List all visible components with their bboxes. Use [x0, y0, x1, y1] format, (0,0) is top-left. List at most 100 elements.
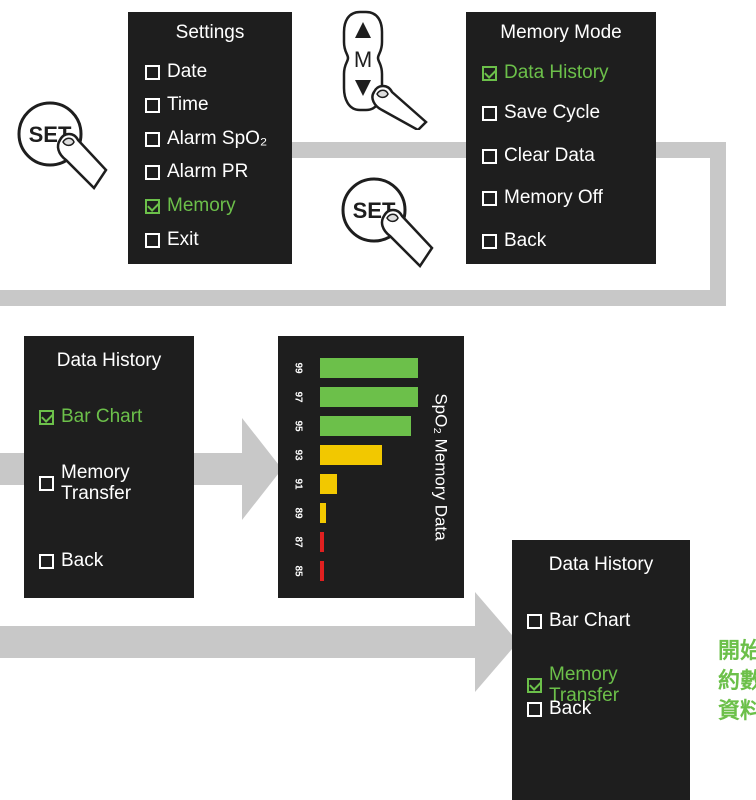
- menu-item-memory-transfer[interactable]: Memory Transfer: [39, 462, 131, 504]
- menu-item-memory-transfer[interactable]: Memory Transfer: [527, 664, 619, 706]
- checkbox-icon: [482, 148, 497, 164]
- menu-item-back[interactable]: Back: [39, 550, 103, 572]
- set-button-press-2[interactable]: SET: [338, 172, 438, 272]
- category-label: 85: [292, 565, 303, 577]
- category-label: 97: [292, 391, 303, 403]
- menu-item-bar-chart[interactable]: Bar Chart: [527, 610, 630, 632]
- checkbox-icon: [145, 64, 160, 80]
- checkbox-checked-icon: [482, 65, 497, 81]
- menu-item-label: Alarm PR: [167, 161, 249, 182]
- arrow-to-chart-head: [242, 418, 282, 520]
- arrow-to-transfer-shaft: [0, 626, 480, 658]
- arrow-to-transfer-head: [475, 592, 518, 692]
- side-note-line-3: 資料: [718, 698, 756, 723]
- menu-item-back[interactable]: Back: [482, 230, 546, 252]
- bar-95: [320, 416, 411, 436]
- checkbox-icon: [145, 164, 160, 180]
- settings-screen: Settings Date Time Alarm SpO₂ Alarm PR M…: [128, 12, 292, 264]
- checkbox-checked-icon: [145, 198, 160, 214]
- menu-item-exit[interactable]: Exit: [145, 229, 199, 251]
- menu-item-label: Bar Chart: [549, 610, 631, 631]
- menu-item-clear-data[interactable]: Clear Data: [482, 145, 595, 167]
- category-label: 93: [292, 449, 303, 461]
- m-button-outline: [342, 10, 384, 112]
- menu-item-label: Save Cycle: [504, 102, 601, 123]
- menu-item-label: Memory Transfer: [549, 664, 619, 706]
- checkbox-checked-icon: [39, 409, 54, 425]
- down-arrow-icon: [355, 80, 371, 96]
- chart-title: SpO₂ Memory Data: [432, 393, 451, 541]
- category-label: 91: [292, 478, 303, 490]
- connector-left-stub: [0, 453, 28, 485]
- set-button-press-1[interactable]: SET: [14, 96, 110, 196]
- bar-91: [320, 474, 337, 494]
- checkbox-icon: [482, 233, 497, 249]
- menu-item-time[interactable]: Time: [145, 94, 209, 116]
- category-label: 99: [292, 362, 303, 374]
- checkbox-icon: [145, 232, 160, 248]
- fingernail-icon: [386, 213, 399, 223]
- bar-93: [320, 445, 382, 465]
- menu-item-label: Exit: [167, 229, 199, 250]
- menu-item-label-line2: Transfer: [61, 483, 132, 504]
- finger-icon: [380, 208, 434, 268]
- screen-title: Memory Mode: [500, 22, 622, 43]
- menu-item-label: Memory Off: [504, 187, 603, 208]
- side-note: 開始 約數 資料: [718, 636, 756, 726]
- menu-item-alarm-spo2[interactable]: Alarm SpO₂: [145, 128, 267, 150]
- category-label: 95: [292, 420, 303, 432]
- m-button-label: M: [354, 47, 372, 72]
- fingernail-icon: [62, 137, 75, 147]
- category-label: 87: [292, 536, 303, 548]
- menu-item-label: Clear Data: [504, 145, 595, 166]
- menu-item-save-cycle[interactable]: Save Cycle: [482, 102, 600, 124]
- menu-item-data-history[interactable]: Data History: [482, 62, 609, 84]
- side-note-line-2: 約數: [718, 668, 756, 693]
- memory-mode-screen: Memory Mode Data History Save Cycle Clea…: [466, 12, 656, 264]
- bar-85: [320, 561, 324, 581]
- checkbox-checked-icon: [527, 677, 542, 693]
- screen-title: Data History: [56, 350, 162, 371]
- bar-87: [320, 532, 324, 552]
- menu-item-label: Data History: [504, 62, 609, 83]
- menu-item-label: Bar Chart: [61, 406, 143, 427]
- bar-89: [320, 503, 326, 523]
- menu-item-bar-chart[interactable]: Bar Chart: [39, 406, 142, 428]
- menu-item-label: Alarm SpO₂: [167, 128, 268, 149]
- checkbox-icon: [39, 553, 54, 569]
- menu-item-memory[interactable]: Memory: [145, 195, 236, 217]
- side-note-line-1: 開始: [718, 638, 756, 663]
- menu-item-label: Memory: [167, 195, 236, 216]
- checkbox-icon: [482, 105, 497, 121]
- data-history-screen-memory-transfer: Data History Bar Chart Memory Transfer: [512, 540, 690, 800]
- checkbox-icon: [527, 613, 542, 629]
- category-label: 89: [292, 507, 303, 519]
- menu-item-label-line2: Transfer: [549, 685, 620, 706]
- menu-item-label-line1: Memory: [549, 664, 618, 685]
- menu-item-label: Back: [549, 698, 592, 719]
- menu-item-date[interactable]: Date: [145, 61, 207, 83]
- menu-item-label: Memory Transfer: [61, 462, 131, 504]
- checkbox-icon: [145, 131, 160, 147]
- screen-title: Data History: [548, 554, 654, 575]
- bar-97: [320, 387, 418, 407]
- checkbox-icon: [482, 190, 497, 206]
- menu-item-alarm-pr[interactable]: Alarm PR: [145, 161, 248, 183]
- menu-item-back-2[interactable]: Back: [527, 698, 591, 720]
- screen-title: Settings: [175, 22, 245, 43]
- up-arrow-icon: [355, 22, 371, 38]
- finger-icon: [56, 132, 108, 190]
- checkbox-icon: [527, 701, 542, 717]
- menu-item-label: Back: [61, 550, 104, 571]
- spo2-bar-chart-screen: 99 97 95 93 91 89 87 85 SpO₂ Memory Data: [278, 336, 464, 598]
- checkbox-icon: [145, 97, 160, 113]
- data-history-screen-bar-chart: Data History Bar Chart Memory Transfer B…: [24, 336, 194, 598]
- menu-item-memory-off[interactable]: Memory Off: [482, 187, 603, 209]
- checkbox-icon: [39, 475, 54, 491]
- m-button-press[interactable]: M: [340, 6, 436, 130]
- menu-item-label-line1: Memory: [61, 462, 130, 483]
- spo2-memory-chart: 99 97 95 93 91 89 87 85 SpO₂ Memory Data: [292, 358, 451, 581]
- fingernail-icon: [376, 89, 389, 99]
- menu-item-label: Back: [504, 230, 547, 251]
- bar-99: [320, 358, 418, 378]
